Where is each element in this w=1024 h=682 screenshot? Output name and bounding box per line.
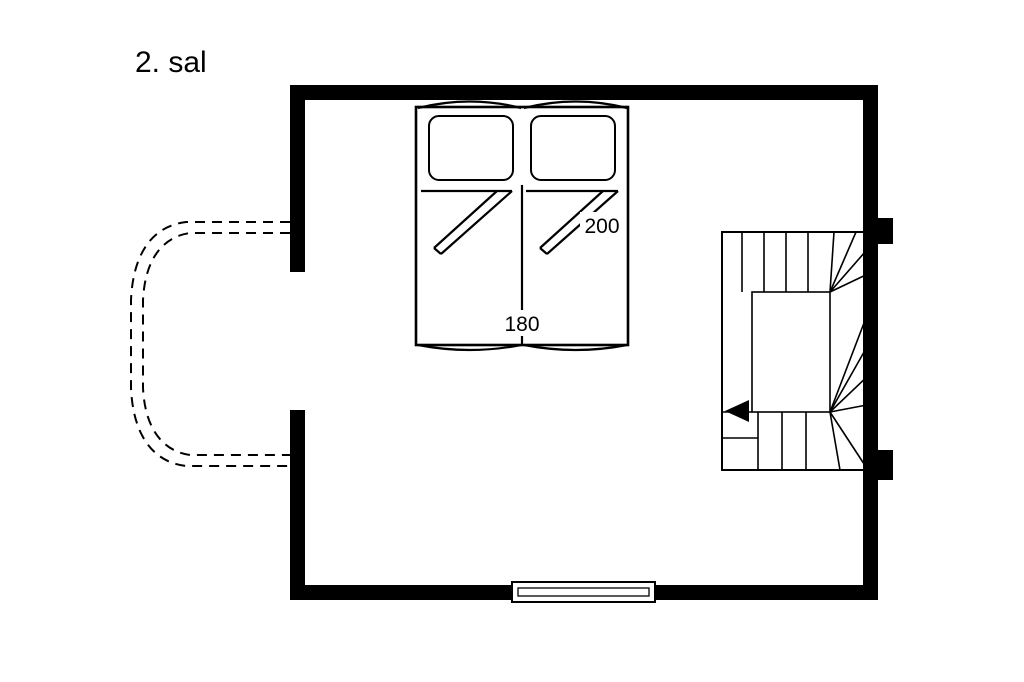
label-mask (580, 212, 626, 238)
wall-top (290, 85, 878, 100)
stair-outline (721, 231, 873, 471)
stair-winder (829, 411, 869, 471)
double-bed: 200 180 (414, 100, 630, 352)
stair-winder (829, 231, 857, 293)
bed-width-label: 180 (504, 313, 539, 336)
pillow-right (530, 115, 616, 181)
stair-core (751, 291, 831, 413)
duvet-bottom-left (417, 343, 522, 352)
duvet-fold-line (539, 190, 604, 249)
window-frame (511, 581, 656, 603)
staircase (721, 231, 873, 471)
floor-title: 2. sal (135, 46, 207, 79)
wall-right (863, 85, 878, 600)
duvet-fold-line (440, 190, 513, 255)
label-mask (500, 310, 544, 336)
duvet-fold-line (433, 190, 498, 249)
balcony-inner-line (142, 232, 290, 456)
duvet-top-left (417, 100, 522, 110)
duvet-bottom-right (523, 343, 628, 352)
wall-stub-right-lower (878, 450, 893, 480)
wall-left-upper (290, 85, 305, 272)
balcony-dashed-outline (130, 221, 290, 467)
duvet-fold-line (433, 247, 442, 255)
duvet-fold-line (539, 247, 548, 255)
window (511, 581, 656, 603)
pillow-left (428, 115, 514, 181)
wall-left-lower (290, 410, 305, 600)
outer-walls (290, 85, 893, 600)
stair-winder (829, 411, 841, 471)
bed-length-label: 200 (584, 215, 619, 238)
stair-direction-arrow-icon (725, 400, 749, 422)
stair-winder (829, 231, 835, 293)
wall-stub-right-upper (878, 218, 893, 244)
duvet-top-right (523, 100, 628, 110)
balcony-outer-line (130, 221, 290, 467)
window-glass (517, 587, 650, 597)
